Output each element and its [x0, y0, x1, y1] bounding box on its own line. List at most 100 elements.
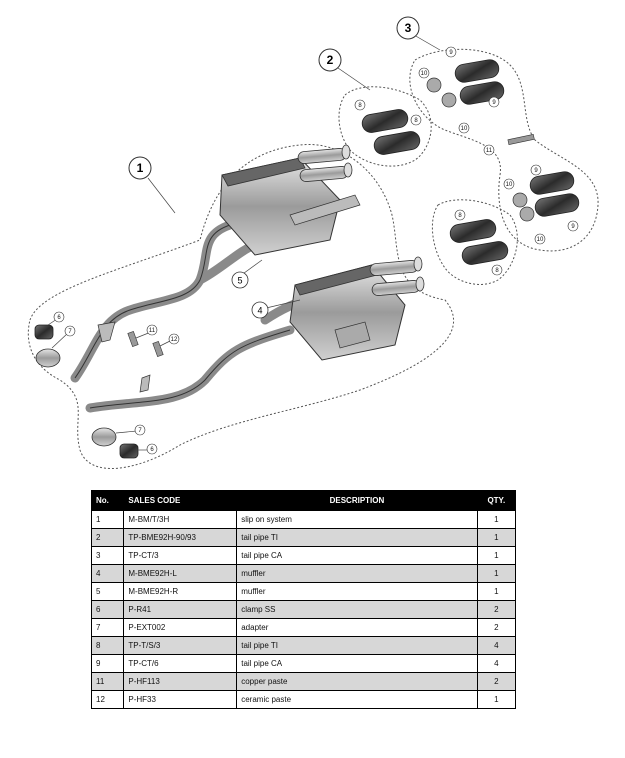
svg-text:11: 11	[486, 148, 493, 154]
row-code: M-BME92H-R	[123, 582, 238, 601]
row-qty: 2	[476, 618, 517, 637]
hanger-bracket	[97, 321, 151, 393]
row-no: 12	[90, 690, 125, 709]
row-code: P-HF113	[123, 672, 238, 691]
svg-text:7: 7	[138, 428, 142, 434]
table-row: 12 P-HF33 ceramic paste 1	[90, 690, 517, 709]
row-code: TP-BME92H-90/93	[123, 528, 238, 547]
row-qty: 1	[476, 510, 517, 529]
callout-muffler-5: 5	[231, 271, 249, 289]
row-no: 3	[90, 546, 125, 565]
row-qty: 1	[476, 564, 517, 583]
group-2b-outline	[431, 199, 518, 285]
header-no: No.	[90, 490, 125, 511]
pipework-outline	[74, 224, 291, 409]
svg-text:10: 10	[461, 126, 468, 132]
svg-text:6: 6	[150, 447, 154, 453]
table-row: 5 M-BME92H-R muffler 1	[90, 582, 517, 601]
table-row: 8 TP-T/S/3 tail pipe TI 4	[90, 636, 517, 655]
exhaust-exploded-diagram: 1 2 3 5 4 6 7 11	[27, 16, 599, 469]
svg-text:12: 12	[171, 337, 178, 343]
table-row: 1 M-BM/T/3H slip on system 1	[90, 510, 517, 529]
muffler-upper	[219, 144, 361, 256]
table-row: 4 M-BME92H-L muffler 1	[90, 564, 517, 583]
svg-text:7: 7	[68, 329, 72, 335]
row-desc: muffler	[236, 582, 478, 601]
row-code: TP-CT/6	[123, 654, 238, 673]
row-desc: copper paste	[236, 672, 478, 691]
row-code: TP-T/S/3	[123, 636, 238, 655]
row-code: M-BM/T/3H	[123, 510, 238, 529]
table-row: 6 P-R41 clamp SS 2	[90, 600, 517, 619]
adapter-bottom	[91, 427, 117, 447]
svg-text:4: 4	[257, 306, 262, 316]
row-desc: clamp SS	[236, 600, 478, 619]
row-code: P-R41	[123, 600, 238, 619]
row-desc: slip on system	[236, 510, 478, 529]
tail-pipes-ti-lower	[449, 219, 509, 265]
svg-text:9: 9	[492, 100, 496, 106]
row-no: 11	[90, 672, 125, 691]
row-qty: 4	[476, 636, 517, 655]
table-row: 2 TP-BME92H-90/93 tail pipe TI 1	[90, 528, 517, 547]
svg-text:10: 10	[506, 182, 513, 188]
table-row: 3 TP-CT/3 tail pipe CA 1	[90, 546, 517, 565]
table-header-row: No. SALES CODE DESCRIPTION QTY.	[90, 490, 517, 511]
row-code: P-EXT002	[123, 618, 238, 637]
row-qty: 1	[476, 582, 517, 601]
row-qty: 2	[476, 600, 517, 619]
callout-group-3: 3	[396, 16, 420, 40]
row-desc: tail pipe CA	[236, 654, 478, 673]
row-no: 6	[90, 600, 125, 619]
row-qty: 1	[476, 528, 517, 547]
row-code: TP-CT/3	[123, 546, 238, 565]
svg-text:11: 11	[149, 328, 156, 334]
small-callouts	[53, 46, 579, 455]
muffler-lower	[289, 256, 425, 361]
svg-text:10: 10	[421, 71, 428, 77]
paste-tube-group-3	[507, 133, 535, 145]
table-row: 11 P-HF113 copper paste 2	[90, 672, 517, 691]
svg-text:6: 6	[57, 315, 61, 321]
svg-text:1: 1	[137, 161, 144, 175]
row-desc: tail pipe TI	[236, 636, 478, 655]
row-no: 7	[90, 618, 125, 637]
callout-group-2: 2	[318, 48, 342, 72]
paste-tube-11	[127, 331, 139, 347]
tail-pipes-ca-lower	[512, 171, 580, 222]
svg-text:8: 8	[458, 213, 462, 219]
row-code: P-HF33	[123, 690, 238, 709]
header-sales-code: SALES CODE	[123, 490, 238, 511]
clamp-top	[34, 324, 54, 340]
tail-pipes-ti-upper	[361, 109, 421, 155]
header-qty: QTY.	[476, 490, 517, 511]
callout-group-1: 1	[128, 156, 152, 180]
pipework	[70, 220, 315, 413]
svg-text:8: 8	[358, 103, 362, 109]
clamp-bottom	[119, 443, 139, 459]
group-2-outline	[338, 86, 432, 167]
parts-table: No. SALES CODE DESCRIPTION QTY. 1 M-BM/T…	[90, 490, 517, 709]
table-row: 9 TP-CT/6 tail pipe CA 4	[90, 654, 517, 673]
svg-text:8: 8	[495, 268, 499, 274]
svg-text:9: 9	[534, 168, 538, 174]
row-no: 1	[90, 510, 125, 529]
svg-text:5: 5	[237, 276, 242, 286]
row-no: 5	[90, 582, 125, 601]
small-callout-labels: 6 7 11 12 7 6 8 8 8 8 9 10 9 10 11 9 10 …	[57, 50, 575, 453]
row-desc: muffler	[236, 564, 478, 583]
svg-text:10: 10	[537, 237, 544, 243]
table-row: 7 P-EXT002 adapter 2	[90, 618, 517, 637]
svg-text:9: 9	[571, 224, 575, 230]
row-desc: tail pipe TI	[236, 528, 478, 547]
svg-text:8: 8	[414, 118, 418, 124]
svg-text:9: 9	[449, 50, 453, 56]
paste-tube-12	[152, 341, 164, 357]
svg-text:2: 2	[327, 53, 334, 67]
row-qty: 4	[476, 654, 517, 673]
svg-text:3: 3	[405, 21, 412, 35]
row-no: 2	[90, 528, 125, 547]
row-no: 4	[90, 564, 125, 583]
adapter-top	[35, 348, 61, 368]
row-qty: 1	[476, 546, 517, 565]
